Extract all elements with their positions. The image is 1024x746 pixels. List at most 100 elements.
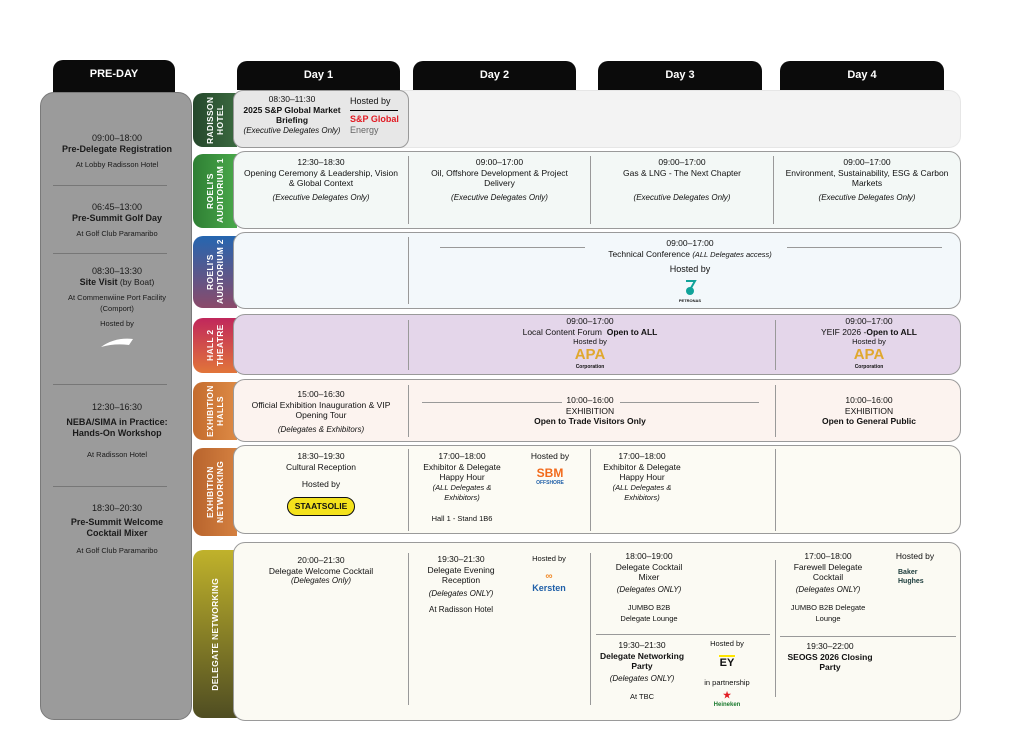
row-exhibition-halls: [233, 379, 961, 442]
hosted-by-label: Hosted by: [350, 96, 391, 106]
preday-event: 06:45–13:00 Pre-Summit Golf Day At Golf …: [41, 202, 193, 239]
preday-panel: 09:00–18:00 Pre-Delegate Registration At…: [40, 92, 192, 720]
divider: [408, 237, 409, 304]
divider: [422, 402, 562, 403]
text: Site Visit (by Boat): [41, 277, 193, 288]
session-yeif: 09:00–17:00 YEIF 2026 -Open to ALL Hoste…: [778, 316, 960, 371]
text: (Executive Delegates Only): [272, 192, 370, 202]
text: EXHIBITION: [844, 405, 894, 416]
text: 08:30–11:30 2025 S&P Global Market Brief…: [236, 94, 348, 136]
text: Delegate Cocktail Mixer: [615, 561, 683, 583]
text: [101, 338, 133, 347]
divider: [408, 553, 409, 705]
row-label-exhibition-halls: EXHIBITION HALLS: [193, 382, 237, 440]
text: Hosted by: [530, 451, 570, 461]
text: Hosted by: [852, 337, 886, 346]
event-location: At Golf Club Paramaribo: [76, 229, 158, 238]
row-label-exhibition-networking: EXHIBITION NETWORKING: [193, 448, 237, 536]
divider: [787, 247, 942, 248]
text: DELEGATE NETWORKING: [210, 577, 220, 691]
text: (Delegates Only): [290, 576, 352, 585]
text: [686, 279, 697, 288]
event-title: Pre-Summit Golf Day: [71, 213, 163, 223]
session-local-content-forum: 09:00–17:00 Local Content Forum Open to …: [480, 316, 700, 371]
text: ROELI'S AUDITORIUM 2: [205, 239, 225, 305]
text: 09:00–17:00: [475, 157, 524, 167]
divider: [440, 247, 585, 248]
text: Opening Ceremony & Leadership, Vision & …: [244, 167, 398, 189]
event-time: 12:30–16:30: [91, 402, 143, 412]
text: Hall 1 - Stand 1B6: [431, 513, 493, 523]
text: HALL 2 THEATRE: [205, 324, 225, 367]
text: 09:00–17:00: [843, 157, 891, 167]
divider: [596, 634, 770, 635]
day-header-1: Day 1: [237, 61, 400, 90]
divider: [53, 384, 167, 385]
sp-global-logo: S&P Global: [350, 114, 399, 124]
text: Kersten: [532, 582, 566, 593]
text: 18:30–19:30: [297, 451, 345, 461]
text: 15:00–16:30: [297, 389, 345, 399]
text: Gas & LNG - The Next Chapter: [623, 167, 741, 178]
text: (Executive Delegates Only): [818, 192, 916, 202]
text: 10:00–16:00: [845, 395, 893, 405]
row-roeli-2: [233, 232, 961, 309]
kersten-host: Hosted by ∞Kersten: [520, 554, 578, 594]
text: 09:00–17:00: [845, 316, 893, 326]
text: Hosted by: [895, 551, 935, 561]
preday-header: PRE-DAY: [53, 60, 175, 94]
text: Technical Conference (ALL Delegates acce…: [560, 249, 820, 261]
text: (Executive Delegates Only): [451, 192, 548, 202]
text: SEOGS 2026 Closing Party: [787, 651, 873, 673]
text: 17:00–18:00: [804, 551, 852, 561]
day-header-4: Day 4: [780, 61, 944, 90]
row-hall-2: [233, 314, 961, 375]
text: (Delegates ONLY): [609, 673, 675, 683]
text: ROELI'S AUDITORIUM 1: [205, 158, 225, 224]
text: JUMBO B2B Delegate Lounge: [790, 603, 866, 623]
event-title: Pre-Delegate Registration: [61, 144, 173, 154]
text: EXHIBITION: [565, 405, 615, 416]
event-time: 09:00–18:00: [91, 133, 143, 143]
text: Open to Trade Visitors Only: [534, 416, 646, 426]
text: (ALL Delegates & Exhibitors): [612, 482, 672, 503]
text: YEIF 2026 -: [820, 326, 867, 337]
row-exhibition-networking: [233, 445, 961, 534]
text: SBM: [536, 465, 564, 480]
text: Farewell Delegate Cocktail: [793, 561, 863, 583]
day-header-3: Day 3: [598, 61, 762, 90]
ey-logo: EY: [719, 654, 735, 669]
text: (Delegates ONLY): [616, 584, 682, 594]
text: 17:00–18:00: [438, 451, 486, 461]
divider: [590, 156, 591, 224]
text: Open to ALL: [606, 326, 658, 337]
text: in partnership: [704, 677, 750, 687]
session-sp-briefing: 08:30–11:30 2025 S&P Global Market Brief…: [233, 90, 409, 148]
text: Open to General Public: [822, 416, 916, 426]
divider: [53, 185, 167, 186]
staatsolie-logo: STAATSOLIE: [287, 496, 355, 516]
text: Local Content Forum Open to ALL: [480, 327, 700, 338]
divider: [590, 449, 591, 531]
text: Hosted by: [710, 639, 744, 648]
baker-hughes-host: Hosted by Baker Hughes: [884, 551, 946, 586]
text: Local Content Forum: [522, 326, 602, 337]
text: Environment, Sustainability, ESG & Carbo…: [785, 167, 949, 189]
event-title-suffix: (by Boat): [119, 277, 155, 287]
text: 19:30–21:30: [437, 554, 485, 564]
divider: [620, 402, 759, 403]
text: Delegate Evening Reception: [427, 564, 495, 586]
divider: [775, 320, 776, 370]
event-title: Site Visit: [79, 277, 118, 287]
divider: [775, 449, 776, 531]
text: 10:00–16:00: [566, 395, 614, 405]
